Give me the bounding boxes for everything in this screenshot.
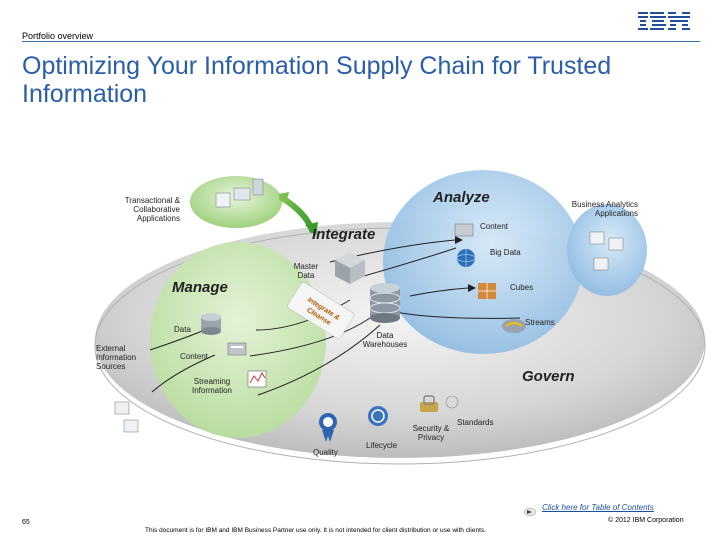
transactional-zone bbox=[190, 176, 282, 228]
business-analytics-app-icons bbox=[589, 231, 624, 271]
table-of-contents-link[interactable]: Click here for Table of Contents bbox=[542, 503, 654, 512]
page-number: 65 bbox=[22, 519, 30, 526]
disclaimer-text: This document is for IBM and IBM Busines… bbox=[145, 527, 486, 534]
transactional-app-icons bbox=[215, 178, 264, 208]
data-warehouses-label: Data Warehouses bbox=[362, 331, 408, 349]
streams-icon bbox=[502, 319, 526, 333]
external-source-icons bbox=[114, 401, 139, 433]
section-label: Portfolio overview bbox=[22, 31, 94, 41]
business-analytics-zone bbox=[567, 204, 647, 296]
cubes-icon bbox=[478, 283, 496, 299]
page-title: Optimizing Your Information Supply Chain… bbox=[22, 52, 612, 108]
data-warehouse-icon bbox=[369, 283, 401, 323]
security-icon bbox=[420, 395, 438, 412]
analyze-title: Analyze bbox=[433, 189, 490, 206]
ibm-logo bbox=[636, 6, 696, 37]
content-icon-right bbox=[454, 223, 474, 237]
arrow-right-icon[interactable] bbox=[523, 504, 537, 522]
standards-icon bbox=[445, 395, 459, 409]
header-divider bbox=[22, 41, 700, 42]
lifecycle-label: Lifecycle bbox=[366, 441, 398, 450]
content-icon-left bbox=[227, 342, 247, 356]
business-analytics-label: Business Analytics Applications bbox=[571, 200, 638, 218]
master-data-label: Master Data bbox=[293, 262, 319, 280]
integrate-title: Integrate bbox=[312, 226, 376, 243]
lifecycle-icon bbox=[368, 406, 388, 426]
manage-zone bbox=[150, 242, 326, 438]
streaming-chart-icon bbox=[247, 370, 267, 388]
analyze-zone bbox=[383, 170, 583, 354]
streams-label: Streams bbox=[525, 318, 555, 327]
data-label: Data bbox=[174, 325, 191, 334]
master-data-cube-icon bbox=[335, 252, 365, 284]
copyright-text: © 2012 IBM Corporation bbox=[608, 517, 684, 524]
govern-title: Govern bbox=[522, 368, 575, 385]
transactional-label: Transactional & Collaborative Applicatio… bbox=[124, 196, 180, 223]
security-privacy-label: Security & Privacy bbox=[412, 424, 450, 442]
cubes-label: Cubes bbox=[510, 283, 534, 292]
manage-title: Manage bbox=[172, 279, 228, 296]
big-data-label: Big Data bbox=[490, 248, 521, 257]
standards-label: Standards bbox=[457, 418, 494, 427]
content-label-left: Content bbox=[180, 352, 209, 361]
data-cylinder-icon bbox=[201, 313, 221, 335]
quality-ribbon-icon bbox=[319, 413, 337, 442]
integrate-cleanse-badge bbox=[287, 282, 355, 339]
external-sources-label: External Information Sources bbox=[96, 344, 137, 371]
quality-label: Quality bbox=[313, 448, 338, 457]
big-data-globe-icon bbox=[456, 249, 476, 267]
streaming-info-label: Streaming Information bbox=[191, 377, 233, 395]
content-label-right: Content bbox=[480, 222, 509, 231]
